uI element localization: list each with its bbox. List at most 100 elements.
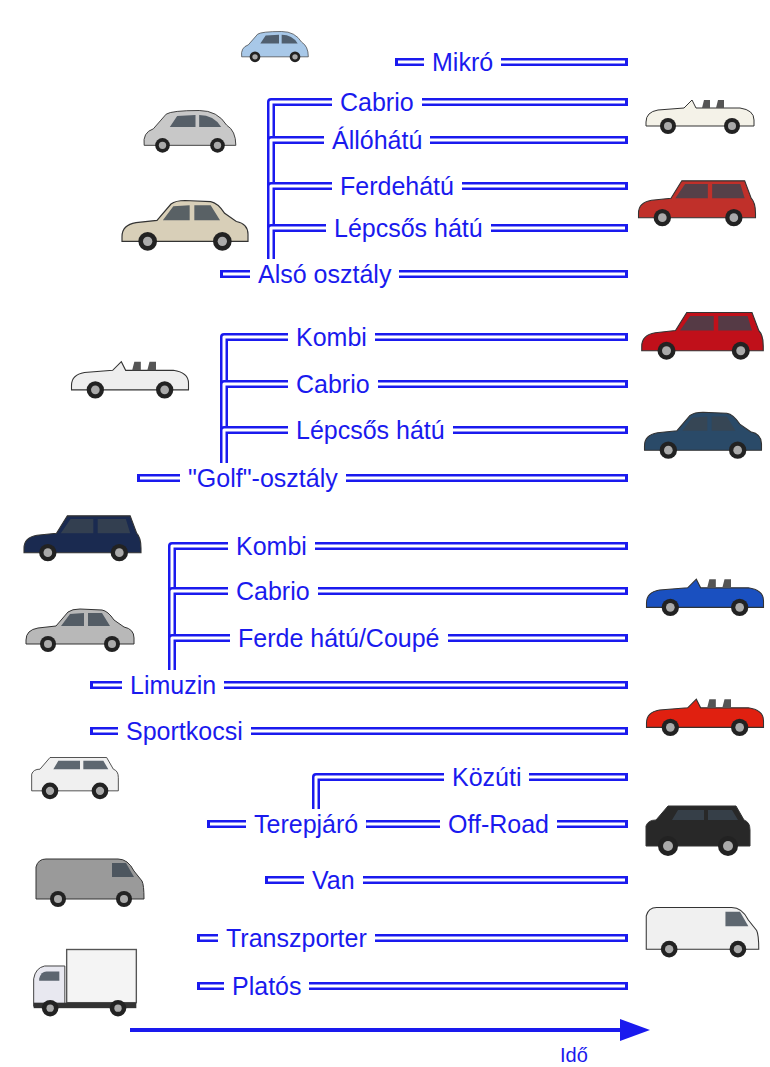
label-text: Terepjáró xyxy=(254,810,358,838)
connector-stroke xyxy=(224,337,288,463)
axis-label: Idő xyxy=(560,1043,588,1067)
bar-label: Lépcsős hátú xyxy=(288,415,453,445)
label-text: "Golf"-osztály xyxy=(188,464,338,492)
bar-label: "Golf"-osztály xyxy=(180,463,346,493)
bar-label: Cabrio xyxy=(228,576,318,606)
connector-stroke xyxy=(366,820,440,828)
connector-stroke xyxy=(271,102,332,259)
bar-label: Ferde hátú/Coupé xyxy=(230,623,448,653)
label-text: Lépcsős hátú xyxy=(296,416,445,444)
car-picture xyxy=(241,32,308,63)
label-text: Platós xyxy=(232,972,301,1000)
connector-stroke xyxy=(271,228,326,259)
connector-stroke xyxy=(271,186,332,259)
car-picture xyxy=(122,201,248,251)
car-picture xyxy=(646,100,754,134)
bar-label: Cabrio xyxy=(288,369,378,399)
bar-label: Transzporter xyxy=(218,923,375,953)
bar-label: Alsó osztály xyxy=(250,259,399,289)
bar-label: Limuzin xyxy=(122,670,224,700)
label-text: Van xyxy=(312,866,355,894)
label-text: Cabrio xyxy=(236,577,310,605)
bar-label: Off-Road xyxy=(440,809,557,839)
connector-stroke xyxy=(271,102,332,259)
label-text: Limuzin xyxy=(130,671,216,699)
bar-label: Mikró xyxy=(424,47,501,77)
label-text: Alsó osztály xyxy=(258,260,391,288)
connector-stroke xyxy=(172,591,228,670)
connector-stroke xyxy=(366,823,440,826)
label-text: Kombi xyxy=(296,323,367,351)
bar-label: Terepjáró xyxy=(246,809,366,839)
connector-stroke xyxy=(224,430,288,463)
connector-stroke xyxy=(271,228,326,259)
branch-connector xyxy=(172,638,230,670)
connector-stroke xyxy=(224,337,288,463)
branch-connector xyxy=(271,140,324,259)
branch-connector xyxy=(271,228,326,259)
car-picture xyxy=(647,579,764,616)
label-text: Mikró xyxy=(432,48,493,76)
bar-label: Közúti xyxy=(444,762,529,792)
connector-stroke xyxy=(271,140,324,259)
label-text: Ferde hátú/Coupé xyxy=(238,624,440,652)
connector-stroke xyxy=(224,384,288,463)
car-picture xyxy=(639,181,756,227)
connector-stroke xyxy=(172,546,228,670)
car-picture xyxy=(647,699,764,736)
connector-stroke xyxy=(172,638,230,670)
connector-stroke xyxy=(172,591,228,670)
branch-connector xyxy=(271,186,332,259)
bar-label: Cabrio xyxy=(332,87,422,117)
label-text: Sportkocsi xyxy=(126,717,243,745)
branch-connector xyxy=(271,102,332,259)
time-axis-arrowhead xyxy=(620,1019,650,1041)
bar-label: Sportkocsi xyxy=(118,716,251,746)
label-text: Lépcsős hátú xyxy=(334,214,483,242)
bar-label: Állóhátú xyxy=(324,125,430,155)
branch-connector xyxy=(316,777,444,809)
connector-stroke xyxy=(172,638,230,670)
bar-label: Kombi xyxy=(228,531,315,561)
label-text: Állóhátú xyxy=(332,126,422,154)
car-picture xyxy=(144,111,236,153)
label-text: Cabrio xyxy=(296,370,370,398)
car-picture xyxy=(36,859,144,907)
bar-label: Kombi xyxy=(288,322,375,352)
car-picture xyxy=(646,806,750,856)
label-text: Kombi xyxy=(236,532,307,560)
time-bar xyxy=(90,62,628,986)
branch-connector xyxy=(172,546,228,670)
bar-label: Platós xyxy=(224,971,309,1001)
connector-stroke xyxy=(172,546,228,670)
connector-stroke xyxy=(224,384,288,463)
label-text: Off-Road xyxy=(448,810,549,838)
time-bar-inner xyxy=(93,62,625,986)
connector-stroke xyxy=(316,777,444,809)
branch-connector xyxy=(224,430,288,463)
car-picture xyxy=(26,609,134,652)
connector-stroke xyxy=(271,186,332,259)
connector-stroke xyxy=(316,777,444,809)
car-picture xyxy=(645,412,762,459)
car-picture xyxy=(32,758,119,800)
label-text: Ferdehátú xyxy=(340,172,454,200)
label-text: Cabrio xyxy=(340,88,414,116)
branch-connector xyxy=(366,824,440,825)
label-text: Transzporter xyxy=(226,924,367,952)
car-picture xyxy=(24,516,141,562)
car-picture xyxy=(34,950,137,1017)
bar-label: Van xyxy=(304,865,363,895)
time-axis xyxy=(130,1028,624,1032)
bar-label: Ferdehátú xyxy=(332,171,462,201)
connector-stroke xyxy=(224,430,288,463)
car-picture xyxy=(646,908,759,958)
car-picture xyxy=(72,362,189,399)
branch-connector xyxy=(224,337,288,463)
branch-connector xyxy=(224,384,288,463)
bar-label: Lépcsős hátú xyxy=(326,213,491,243)
connector-stroke xyxy=(271,140,324,259)
